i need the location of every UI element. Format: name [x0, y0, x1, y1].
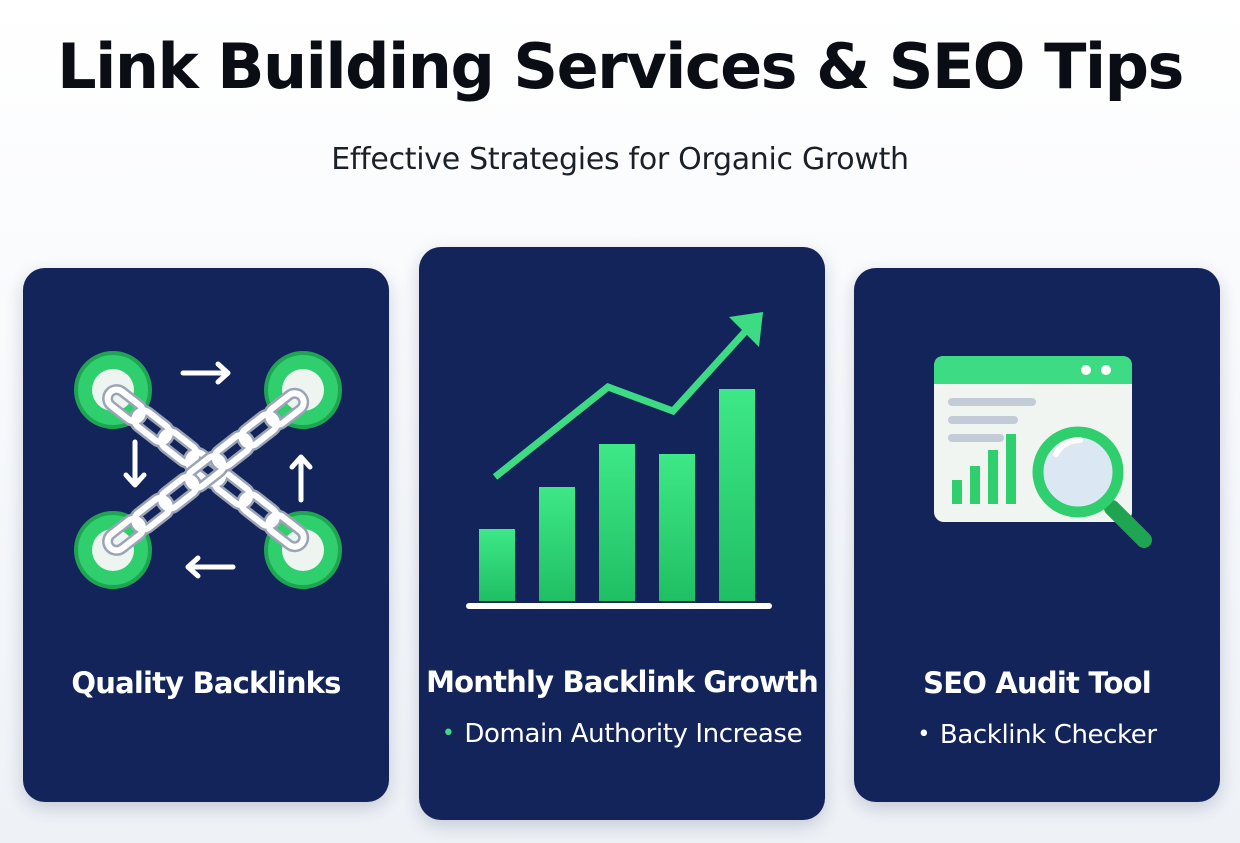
bullet-dot: • [441, 721, 455, 746]
card-title: Quality Backlinks [71, 666, 341, 700]
magnifier-browser-icon [934, 356, 1152, 548]
growth-chart-icon [466, 312, 772, 609]
bullet-dot: • [917, 722, 930, 747]
page-title: Link Building Services & SEO Tips [57, 30, 1184, 103]
card-monthly-backlink-growth[interactable]: Monthly Backlink Growth • Domain Authorit… [419, 247, 825, 820]
card-seo-audit-tool[interactable]: SEO Audit Tool • Backlink Checker [854, 268, 1220, 802]
card-quality-backlinks[interactable]: Quality Backlinks [23, 268, 389, 802]
card-subtitle-line: • Backlink Checker [854, 720, 1220, 750]
card-subtitle-line: • Domain Authority Increase [419, 719, 825, 749]
card-subtitle: Domain Authority Increase [464, 719, 803, 749]
card-title: SEO Audit Tool [923, 666, 1152, 700]
card-title: Monthly Backlink Growth [426, 665, 819, 699]
page-subtitle: Effective Strategies for Organic Growth [331, 142, 909, 177]
chain-links-icon [74, 351, 342, 589]
card-subtitle: Backlink Checker [939, 720, 1157, 750]
